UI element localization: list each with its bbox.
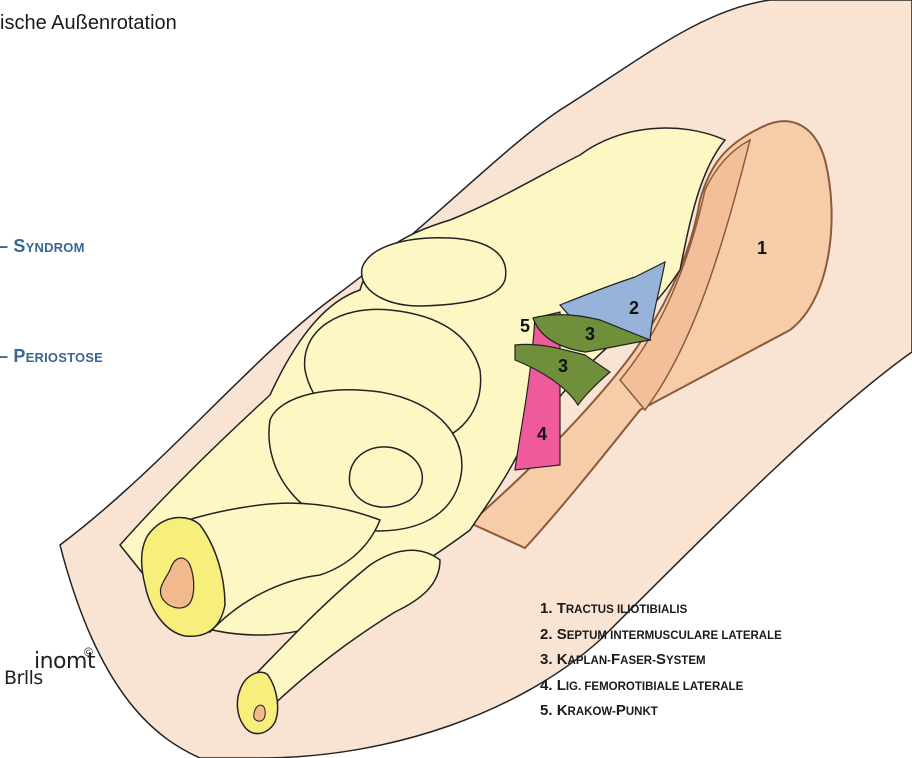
legend-item-2: 2. SEPTUM INTERMUSCULARE LATERALE [540, 622, 782, 648]
number-label-3a: 3 [585, 325, 595, 343]
legend-item-5: 5. KRAKOW-PUNKT [540, 698, 782, 724]
legend-item-1: 1. TRACTUS ILIOTIBIALIS [540, 596, 782, 622]
number-label-4: 4 [537, 425, 547, 443]
number-label-2: 2 [629, 299, 639, 317]
page-title: ische Außenrotation [0, 12, 177, 35]
brand-logo: inomt Brlls © [4, 645, 94, 693]
number-label-1: 1 [757, 239, 767, 257]
legend-item-3: 3. KAPLAN-FASER-SYSTEM [540, 647, 782, 673]
legend-list: 1. TRACTUS ILIOTIBIALIS 2. SEPTUM INTERM… [540, 596, 782, 724]
number-label-5: 5 [520, 317, 530, 335]
patella-shape [362, 238, 506, 306]
number-label-3b: 3 [558, 357, 568, 375]
logo-line-2: Brlls [4, 667, 43, 689]
copyright-mark: © [84, 645, 93, 659]
side-label-syndrom: – SYNDROM [0, 236, 85, 257]
legend-item-4: 4. LIG. FEMOROTIBIALE LATERALE [540, 673, 782, 699]
fibula-cut-shape [237, 672, 277, 733]
side-label-periostose: – PERIOSTOSE [0, 346, 103, 367]
